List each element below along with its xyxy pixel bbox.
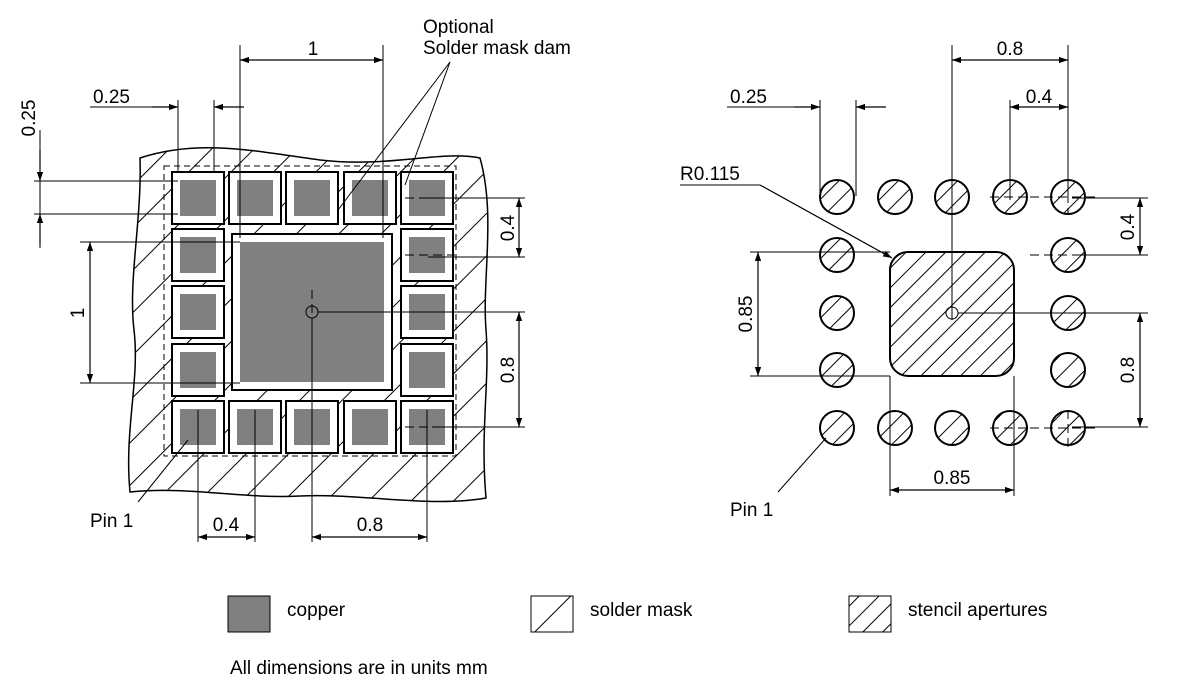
- pad-cluster-outline: [163, 165, 457, 457]
- dim-aperture-dia: 0.25: [730, 87, 767, 108]
- legend: copper solder mask stencil apertures: [227, 595, 1047, 633]
- stencil-aperture: [819, 352, 855, 388]
- pad: [171, 171, 225, 225]
- pad: [228, 171, 282, 225]
- dim-pad-height: 0.25: [19, 100, 40, 137]
- corner-radius-label: R0.115: [680, 164, 740, 185]
- legend-solder-mask-swatch: [530, 595, 574, 633]
- pad: [171, 343, 225, 397]
- stencil-aperture: [819, 237, 855, 273]
- legend-stencil-label: stencil apertures: [908, 600, 1047, 621]
- stencil-aperture: [1050, 352, 1086, 388]
- stencil-aperture: [877, 179, 913, 215]
- dim-row-pitch: 0.4: [498, 214, 519, 241]
- legend-solder-mask-label: solder mask: [590, 600, 693, 621]
- pad: [343, 171, 397, 225]
- stencil-aperture: [819, 179, 855, 215]
- units-footnote: All dimensions are in units mm: [230, 658, 488, 675]
- dim-center-to-row: 0.8: [498, 357, 519, 383]
- legend-copper: copper: [227, 595, 346, 633]
- pad: [285, 171, 339, 225]
- dim-row-pitch-right: 0.4: [1118, 213, 1139, 240]
- stencil-aperture: [819, 295, 855, 331]
- dim-epad-height: 1: [68, 308, 89, 319]
- stencil-aperture: [877, 410, 913, 446]
- pad: [171, 285, 225, 339]
- legend-solder-mask: solder mask: [530, 595, 693, 633]
- dim-top-pitch: 1: [308, 39, 319, 60]
- dim-center-to-row-right: 0.8: [1118, 357, 1139, 383]
- pad: [343, 400, 397, 454]
- legend-copper-label: copper: [287, 600, 346, 621]
- optional-note-line2: Solder mask dam: [423, 38, 571, 59]
- stencil-aperture: [934, 410, 970, 446]
- right-stencil-pattern: [819, 179, 1100, 450]
- legend-stencil: stencil apertures: [848, 595, 1047, 633]
- pad: [171, 228, 225, 282]
- right-dimensions: 0.8 0.4 0.25 R0.115 0.4 0.85 0.8: [680, 39, 1148, 521]
- pin1-label-left: Pin 1: [90, 511, 133, 532]
- left-dimensions: 1 Optional Solder mask dam 0.25 0.25 0.4…: [19, 17, 571, 542]
- dim-bottom-center: 0.8: [357, 515, 383, 536]
- optional-note-line1: Optional: [423, 17, 494, 38]
- stencil-apertures: [819, 179, 1086, 446]
- pad: [228, 400, 282, 454]
- stencil-aperture: [819, 410, 855, 446]
- dim-bottom-pitch: 0.4: [213, 515, 240, 536]
- dim-center-to-col: 0.8: [997, 39, 1023, 60]
- dim-stencil-width: 0.85: [934, 468, 971, 489]
- dim-pad-width: 0.25: [93, 87, 130, 108]
- dim-col-pitch: 0.4: [1026, 87, 1053, 108]
- legend-copper-swatch: [227, 595, 271, 633]
- left-land-pattern: [127, 147, 489, 503]
- legend-stencil-swatch: [848, 595, 892, 633]
- pin1-label-right: Pin 1: [730, 500, 773, 521]
- dim-stencil-height: 0.85: [736, 296, 757, 333]
- pad: [400, 343, 454, 397]
